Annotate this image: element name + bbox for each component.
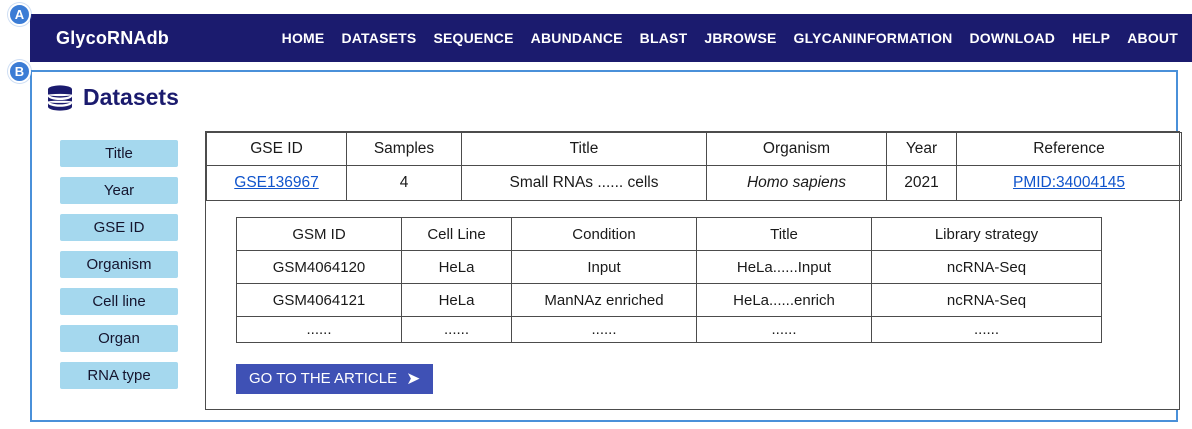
go-to-article-label: GO TO THE ARTICLE: [249, 370, 398, 387]
organism-cell: Homo sapiens: [706, 165, 887, 201]
gsm-id-cell: GSM4064120: [236, 250, 402, 284]
condition-cell: Input: [511, 250, 697, 284]
cell-line-cell: HeLa: [401, 250, 512, 284]
year-cell: 2021: [886, 165, 957, 201]
arrow-right-icon: ➤: [406, 369, 421, 388]
annotation-badge-a: A: [8, 3, 31, 26]
nav-item-glycaninformation[interactable]: GLYCANINFORMATION: [793, 30, 953, 46]
gse-id-cell: GSE136967: [206, 165, 347, 201]
gsm-title-cell: HeLa......Input: [696, 250, 872, 284]
title-cell: Small RNAs ...... cells: [461, 165, 707, 201]
reference-cell: PMID:34004145: [956, 165, 1182, 201]
samples-cell: 4: [346, 165, 462, 201]
nav-item-abundance[interactable]: ABUNDANCE: [530, 30, 623, 46]
gse-header-year: Year: [886, 132, 957, 166]
gse-header-samples: Samples: [346, 132, 462, 166]
nav-item-datasets[interactable]: DATASETS: [341, 30, 417, 46]
go-to-article-button[interactable]: GO TO THE ARTICLE ➤: [236, 364, 434, 394]
nav-item-home[interactable]: HOME: [281, 30, 325, 46]
gsm-table: GSM ID Cell Line Condition Title Library…: [236, 217, 1102, 343]
gse-header-row: GSE ID Samples Title Organism Year Refer…: [206, 132, 1182, 166]
gsm-row: GSM4064120 HeLa Input HeLa......Input nc…: [236, 250, 1102, 284]
nav-item-blast[interactable]: BLAST: [639, 30, 688, 46]
library-strategy-cell: ncRNA-Seq: [871, 250, 1102, 284]
gsm-header-condition: Condition: [511, 217, 697, 251]
cell-line-cell: HeLa: [401, 283, 512, 317]
gse-header-gse-id: GSE ID: [206, 132, 347, 166]
gse-header-reference: Reference: [956, 132, 1182, 166]
nav-item-about[interactable]: ABOUT: [1127, 30, 1178, 46]
page-title: Datasets: [83, 84, 179, 110]
gsm-header-title: Title: [696, 217, 872, 251]
library-strategy-cell: ......: [871, 316, 1102, 343]
datasets-panel: Datasets Title Year GSE ID Organism Cell…: [30, 70, 1182, 422]
annotation-badge-b: B: [8, 60, 31, 83]
sidebar-item-organism[interactable]: Organism: [60, 251, 178, 278]
gsm-row-ellipsis: ...... ...... ...... ...... ......: [236, 316, 1102, 343]
library-strategy-cell: ncRNA-Seq: [871, 283, 1102, 317]
pmid-link[interactable]: PMID:34004145: [1012, 174, 1126, 191]
database-icon: [46, 84, 74, 111]
sidebar-item-year[interactable]: Year: [60, 177, 178, 204]
cell-line-cell: ......: [401, 316, 512, 343]
filter-sidebar: Title Year GSE ID Organism Cell line Org…: [60, 140, 178, 399]
gsm-header-cell-line: Cell Line: [401, 217, 512, 251]
gsm-id-cell: GSM4064121: [236, 283, 402, 317]
brand-logo[interactable]: GlycoRNAdb: [56, 27, 170, 48]
gse-table: GSE ID Samples Title Organism Year Refer…: [206, 132, 1182, 201]
condition-cell: ......: [511, 316, 697, 343]
dataset-table-container: GSE ID Samples Title Organism Year Refer…: [205, 131, 1182, 410]
condition-cell: ManNAz enriched: [511, 283, 697, 317]
gsm-row: GSM4064121 HeLa ManNAz enriched HeLa....…: [236, 283, 1102, 317]
nav-item-sequence[interactable]: SEQUENCE: [433, 30, 514, 46]
nav-item-help[interactable]: HELP: [1072, 30, 1111, 46]
gsm-id-cell: ......: [236, 316, 402, 343]
gsm-header-library-strategy: Library strategy: [871, 217, 1102, 251]
gsm-header-row: GSM ID Cell Line Condition Title Library…: [236, 217, 1102, 251]
gsm-header-gsm-id: GSM ID: [236, 217, 402, 251]
nav-menu: HOME DATASETS SEQUENCE ABUNDANCE BLAST J…: [282, 30, 1178, 46]
gse-data-row: GSE136967 4 Small RNAs ...... cells Homo…: [206, 165, 1182, 201]
nav-item-jbrowse[interactable]: JBROWSE: [704, 30, 777, 46]
sidebar-item-title[interactable]: Title: [60, 140, 178, 167]
sidebar-item-gse-id[interactable]: GSE ID: [60, 214, 178, 241]
gsm-title-cell: ......: [696, 316, 872, 343]
gsm-title-cell: HeLa......enrich: [696, 283, 872, 317]
gse-id-link[interactable]: GSE136967: [234, 174, 319, 191]
gse-header-organism: Organism: [706, 132, 887, 166]
sidebar-item-rna-type[interactable]: RNA type: [60, 362, 178, 389]
nav-item-download[interactable]: DOWNLOAD: [969, 30, 1056, 46]
top-navbar: GlycoRNAdb HOME DATASETS SEQUENCE ABUNDA…: [30, 14, 1192, 62]
gse-header-title: Title: [461, 132, 707, 166]
sidebar-item-organ[interactable]: Organ: [60, 325, 178, 352]
sidebar-item-cell-line[interactable]: Cell line: [60, 288, 178, 315]
panel-title-row: Datasets: [46, 84, 179, 111]
